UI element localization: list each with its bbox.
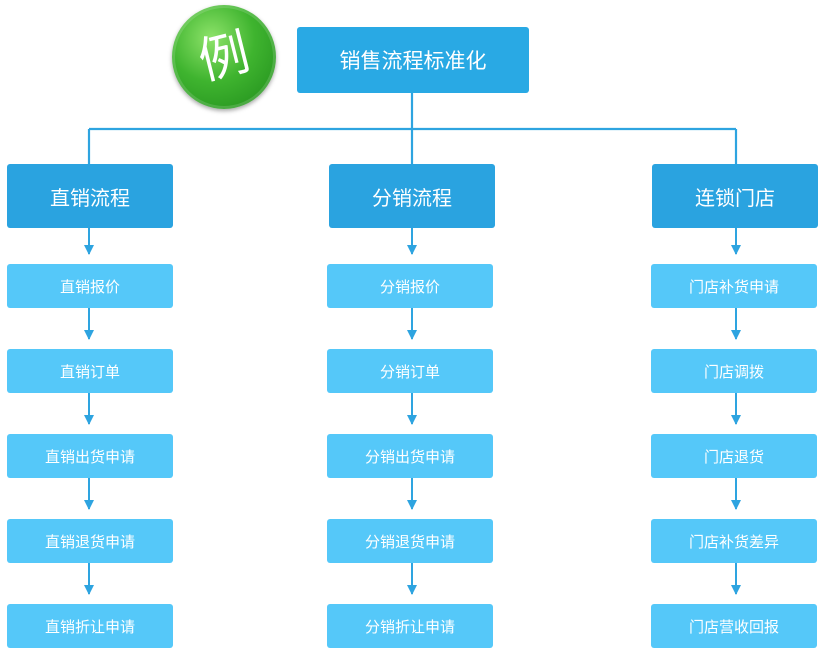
step-box: 直销订单 bbox=[7, 349, 173, 393]
title-box: 销售流程标准化 bbox=[297, 27, 529, 93]
step-box: 直销报价 bbox=[7, 264, 173, 308]
category-box-direct-sales: 直销流程 bbox=[7, 164, 173, 228]
step-box: 直销折让申请 bbox=[7, 604, 173, 648]
step-box: 门店退货 bbox=[651, 434, 817, 478]
step-box: 门店营收回报 bbox=[651, 604, 817, 648]
category-box-distribution: 分销流程 bbox=[329, 164, 495, 228]
step-box: 门店调拨 bbox=[651, 349, 817, 393]
step-box: 直销退货申请 bbox=[7, 519, 173, 563]
example-badge: 例 bbox=[172, 5, 276, 109]
step-box: 分销折让申请 bbox=[327, 604, 493, 648]
step-box: 门店补货差异 bbox=[651, 519, 817, 563]
step-box: 分销出货申请 bbox=[327, 434, 493, 478]
step-box: 分销订单 bbox=[327, 349, 493, 393]
category-box-chain-store: 连锁门店 bbox=[652, 164, 818, 228]
step-box: 分销退货申请 bbox=[327, 519, 493, 563]
step-box: 直销出货申请 bbox=[7, 434, 173, 478]
step-box: 门店补货申请 bbox=[651, 264, 817, 308]
example-badge-text: 例 bbox=[192, 22, 256, 92]
step-box: 分销报价 bbox=[327, 264, 493, 308]
